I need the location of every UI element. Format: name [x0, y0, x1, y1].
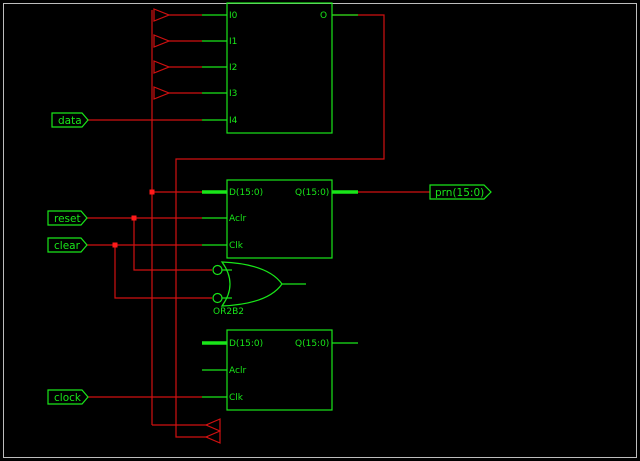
junctions — [112, 189, 155, 248]
junction-clear — [112, 242, 118, 248]
buffer-triangle-icon — [204, 418, 221, 432]
register2-label-aclr: Aclr — [229, 366, 246, 376]
mux-block[interactable] — [226, 2, 333, 134]
register1-label-aclr: Aclr — [229, 214, 246, 224]
register2-label-clk: Clk — [229, 393, 244, 403]
register2-label-d: D(15:0) — [229, 339, 263, 349]
port-clock-label: clock — [54, 392, 82, 404]
or-gate-body — [220, 261, 283, 307]
wires — [87, 10, 430, 438]
port-clock-marker[interactable] — [47, 389, 89, 405]
port-reset-label: reset — [54, 213, 81, 225]
port-data-marker[interactable] — [51, 112, 89, 128]
port-prn-marker[interactable] — [429, 184, 492, 200]
input-buffers — [153, 8, 221, 444]
register1-label-d: D(15:0) — [229, 188, 263, 198]
mux-label-i4: I4 — [229, 116, 238, 126]
register1-block[interactable] — [226, 179, 333, 259]
junction-d-bus — [149, 189, 155, 195]
mux-label-o: O — [320, 11, 327, 21]
buffer-triangle-icon — [153, 34, 171, 48]
buffer-triangle-icon — [204, 430, 221, 444]
port-data-label: data — [58, 115, 82, 127]
wire-mux-output — [175, 14, 385, 438]
port-prn-label: prn(15:0) — [435, 187, 484, 199]
junction-reset — [131, 215, 137, 221]
buffer-triangle-icon — [153, 86, 171, 100]
or2b2-gate[interactable] — [212, 261, 306, 307]
register1-label-q: Q(15:0) — [295, 188, 329, 198]
buffer-triangle-icon — [153, 8, 171, 22]
buffer-triangle-icon — [153, 60, 171, 74]
gate-label: OR2B2 — [213, 307, 244, 317]
port-clear-marker[interactable] — [47, 237, 88, 253]
port-reset-marker[interactable] — [47, 210, 88, 226]
mux-label-i3: I3 — [229, 89, 237, 99]
port-clear-label: clear — [54, 240, 81, 252]
register2-label-q: Q(15:0) — [295, 339, 329, 349]
mux-label-i1: I1 — [229, 37, 237, 47]
wire-clear-gate — [114, 245, 212, 299]
register1-label-clk: Clk — [229, 241, 244, 251]
mux-label-i2: I2 — [229, 63, 237, 73]
mux-label-i0: I0 — [229, 11, 238, 21]
wire-reset-gate — [133, 218, 212, 271]
